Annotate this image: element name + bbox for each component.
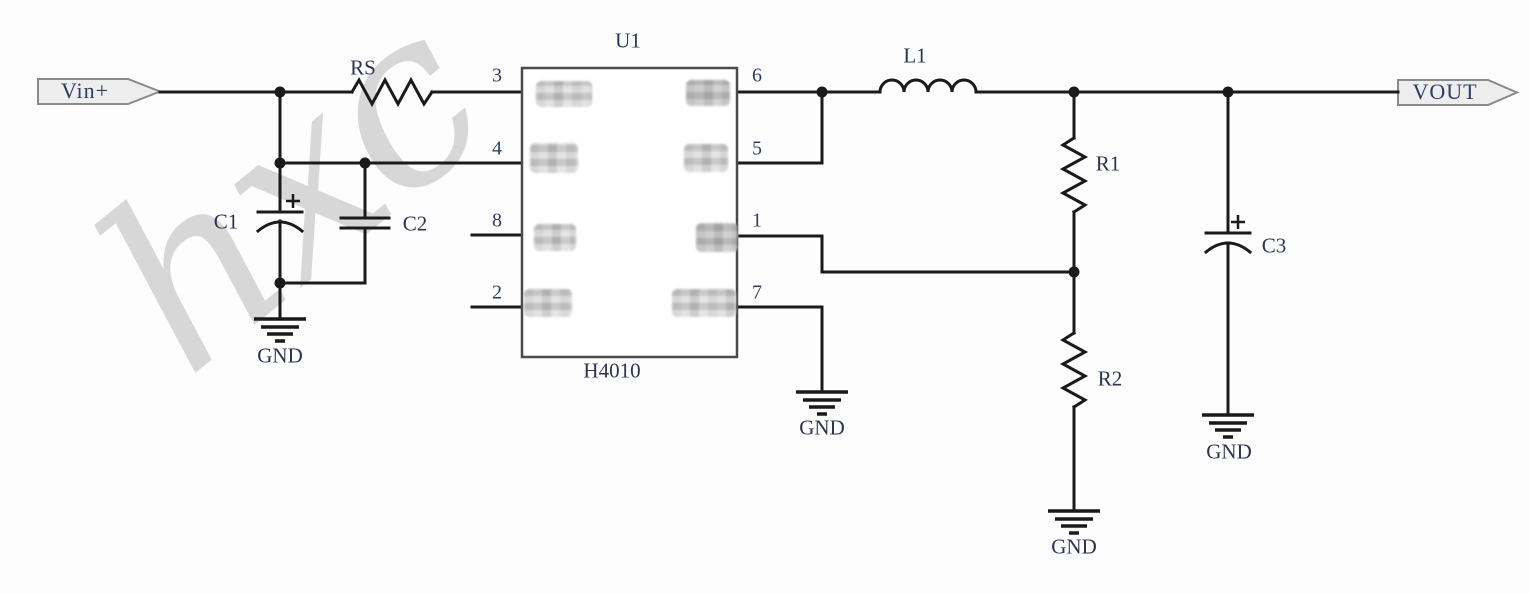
ground-symbol <box>1048 509 1100 535</box>
junction-dot <box>274 86 286 98</box>
ground-symbol <box>796 390 848 416</box>
redacted-pin-name <box>536 81 592 107</box>
gnd-label: GND <box>257 343 303 368</box>
redacted-pin-name <box>534 224 576 251</box>
wire-segment <box>735 234 1076 274</box>
pin-7-label: 7 <box>752 281 762 304</box>
redacted-pin-name <box>686 80 730 106</box>
port-vout-label: VOUT <box>1412 79 1478 104</box>
component-label-l1: L1 <box>903 43 927 68</box>
junction-dot <box>274 157 286 169</box>
junction-dot <box>1068 266 1080 278</box>
pin-3-label: 3 <box>492 64 502 87</box>
junction-dot <box>1222 86 1234 98</box>
junction-dot <box>1068 86 1080 98</box>
resistor-rs-symbol <box>349 76 435 108</box>
component-label-rs: RS <box>350 55 376 80</box>
ground-symbol <box>254 317 306 343</box>
wire-network <box>158 90 1400 513</box>
pin-1-label: 1 <box>752 209 762 232</box>
capacitor-c2-symbol <box>339 216 391 230</box>
component-label-c1: C1 <box>213 209 239 234</box>
inductor-l1-symbol <box>878 78 978 94</box>
redacted-pin-name <box>672 289 736 317</box>
junction-dots <box>274 86 1234 289</box>
port-vout-arrow <box>1397 79 1520 106</box>
pin-5-label: 5 <box>752 137 762 160</box>
wire-segment <box>735 305 824 394</box>
resistor-r1-symbol <box>1059 135 1089 215</box>
capacitor-c3-symbol <box>1203 215 1253 255</box>
wire-segment <box>735 90 824 165</box>
component-label-c3: C3 <box>1261 233 1287 258</box>
component-label-r2: R2 <box>1097 366 1123 391</box>
gnd-label: GND <box>799 415 845 440</box>
junction-dot <box>274 277 286 289</box>
redacted-pin-name <box>684 144 728 172</box>
pin-4-label: 4 <box>492 137 502 160</box>
pin-8-label: 8 <box>492 209 502 232</box>
redacted-pin-name <box>530 143 578 173</box>
redacted-pin-name <box>524 289 572 317</box>
ic-part-number-label: H4010 <box>583 358 641 383</box>
junction-dot <box>359 157 371 169</box>
ic-designator-label: U1 <box>615 28 641 53</box>
pin-6-label: 6 <box>752 64 762 87</box>
component-label-c2: C2 <box>402 211 428 236</box>
c1-polarity-plus <box>286 194 300 208</box>
component-label-r1: R1 <box>1095 151 1121 176</box>
ground-symbol <box>1202 413 1254 439</box>
resistor-r2-symbol <box>1059 330 1089 410</box>
port-vin-label: Vin+ <box>60 78 110 103</box>
junction-dot <box>816 86 828 98</box>
pin-2-label: 2 <box>492 281 502 304</box>
port-vin-arrow <box>37 78 163 105</box>
gnd-label: GND <box>1206 439 1252 464</box>
capacitor-c1-symbol <box>255 194 305 234</box>
c3-polarity-plus <box>1231 215 1245 229</box>
redacted-pin-name <box>696 223 738 252</box>
gnd-label: GND <box>1051 534 1097 559</box>
